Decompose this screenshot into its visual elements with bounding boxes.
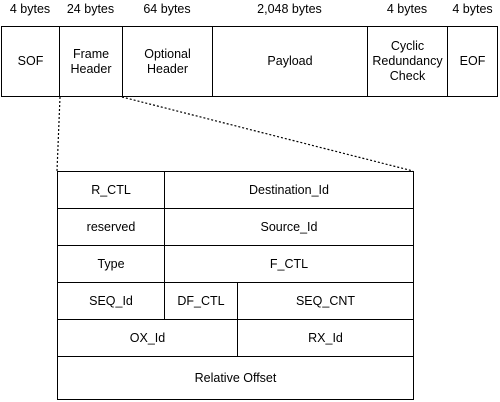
connector-left bbox=[56, 96, 61, 172]
frame-field-optional-header: Optional Header bbox=[123, 27, 213, 96]
size-label-payload: 2,048 bytes bbox=[257, 2, 322, 16]
frame-field-payload: Payload bbox=[213, 27, 368, 96]
connector-right bbox=[121, 96, 414, 172]
frame-field-eof: EOF bbox=[459, 54, 486, 68]
header-row: Relative Offset bbox=[58, 357, 413, 399]
field-relative-offset: Relative Offset bbox=[194, 371, 277, 385]
header-row: reserved Source_Id bbox=[58, 209, 413, 246]
field-r-ctl: R_CTL bbox=[58, 172, 165, 208]
size-label-sof: 4 bytes bbox=[9, 2, 51, 16]
size-label-eof: 4 bytes bbox=[452, 2, 493, 16]
frame-field-sof: SOF bbox=[2, 27, 60, 96]
field-source-id: Source_Id bbox=[260, 220, 318, 234]
header-row: SEQ_Id DF_CTL SEQ_CNT bbox=[58, 283, 413, 320]
size-label-optional-header: 64 bytes bbox=[143, 2, 191, 16]
frame-structure: SOF Frame Header Optional Header Payload… bbox=[1, 26, 498, 97]
field-rx-id: RX_Id bbox=[308, 331, 343, 345]
size-label-crc: 4 bytes bbox=[386, 2, 428, 16]
field-seq-cnt: SEQ_CNT bbox=[295, 294, 356, 308]
frame-header-detail-table: R_CTL Destination_Id reserved Source_Id … bbox=[57, 171, 414, 400]
header-row: R_CTL Destination_Id bbox=[58, 172, 413, 209]
field-type: Type bbox=[58, 246, 165, 282]
field-ox-id: OX_Id bbox=[58, 320, 238, 356]
frame-field-frame-header: Frame Header bbox=[60, 27, 123, 96]
field-df-ctl: DF_CTL bbox=[165, 283, 238, 319]
field-reserved: reserved bbox=[58, 209, 165, 245]
frame-field-crc: Cyclic Redundancy Check bbox=[368, 27, 448, 96]
field-destination-id: Destination_Id bbox=[249, 183, 329, 197]
size-label-frame-header: 24 bytes bbox=[66, 2, 115, 16]
field-seq-id: SEQ_Id bbox=[58, 283, 165, 319]
field-f-ctl: F_CTL bbox=[269, 257, 309, 271]
header-row: OX_Id RX_Id bbox=[58, 320, 413, 357]
header-row: Type F_CTL bbox=[58, 246, 413, 283]
